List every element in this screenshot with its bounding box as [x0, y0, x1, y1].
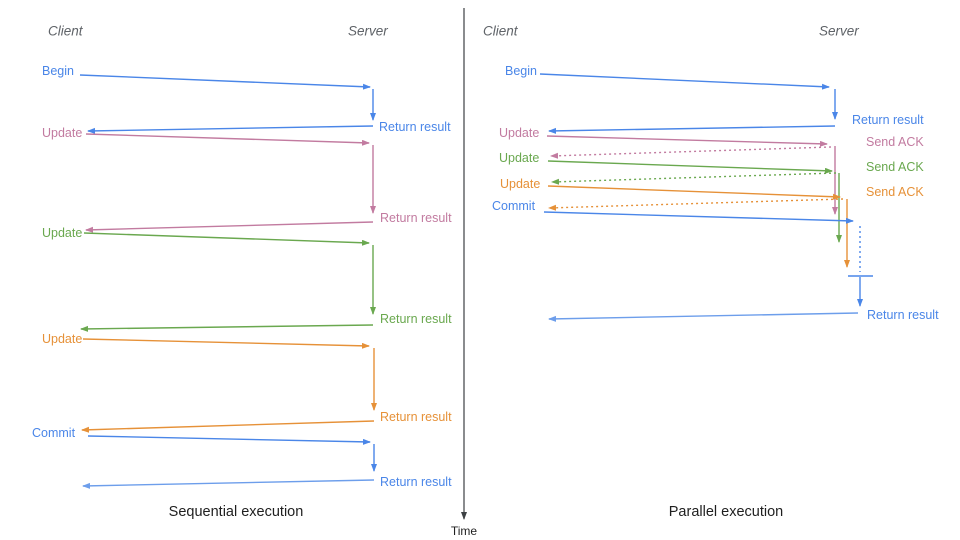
par-client-header: Client [483, 23, 518, 39]
seq-begin-response-label: Return result [379, 119, 451, 134]
par-update1-response-label: Send ACK [866, 134, 924, 149]
par-commit-response-label: Return result [867, 307, 939, 322]
seq-update3-response-label: Return result [380, 409, 452, 424]
seq-client-header: Client [48, 23, 83, 39]
seq-update1-label: Update [42, 125, 83, 140]
par-commit-return-line [548, 312, 859, 322]
parallel-caption: Parallel execution [668, 503, 784, 520]
par-update3-request-line [547, 185, 841, 200]
seq-commit-label: Commit [32, 425, 76, 440]
seq-update2-return-line [80, 324, 374, 332]
seq-update2-request-line [83, 232, 370, 246]
seq-server-header: Server [348, 23, 388, 39]
seq-begin-label: Begin [42, 63, 74, 78]
par-update1-request-line [546, 135, 828, 147]
time-axis-label: Time [450, 524, 478, 538]
par-update3-ack-line [548, 198, 844, 211]
par-begin-label: Begin [505, 63, 537, 78]
par-begin-return-line [548, 125, 836, 134]
seq-update1-response-label: Return result [380, 210, 452, 225]
seq-commit-return-line [82, 479, 375, 489]
seq-begin-return-line [87, 125, 374, 134]
par-server-header: Server [819, 23, 859, 39]
par-commit-request-line [543, 211, 854, 224]
par-update2-response-label: Send ACK [866, 159, 924, 174]
sequential-caption: Sequential execution [168, 503, 304, 520]
seq-commit-response-label: Return result [380, 474, 452, 489]
seq-update3-label: Update [42, 331, 83, 346]
seq-update1-request-line [85, 133, 370, 146]
par-update2-ack-line [551, 172, 837, 185]
parallel-diagram-lines [539, 73, 873, 322]
seq-update3-request-line [82, 338, 370, 349]
par-update2-request-line [547, 160, 833, 174]
seq-begin-request-line [79, 74, 371, 90]
seq-commit-request-line [87, 435, 371, 445]
seq-update1-return-line [85, 221, 374, 233]
par-begin-request-line [539, 73, 830, 90]
seq-update2-response-label: Return result [380, 311, 452, 326]
par-begin-response-label: Return result [852, 112, 924, 127]
par-update2-label: Update [499, 150, 540, 165]
par-update1-ack-line [550, 146, 832, 159]
seq-update3-return-line [81, 420, 375, 433]
par-update1-label: Update [499, 125, 540, 140]
par-commit-label: Commit [492, 198, 536, 213]
par-update3-label: Update [500, 176, 541, 191]
par-update3-response-label: Send ACK [866, 184, 924, 199]
sequential-diagram-lines [79, 74, 377, 489]
seq-update2-label: Update [42, 225, 83, 240]
